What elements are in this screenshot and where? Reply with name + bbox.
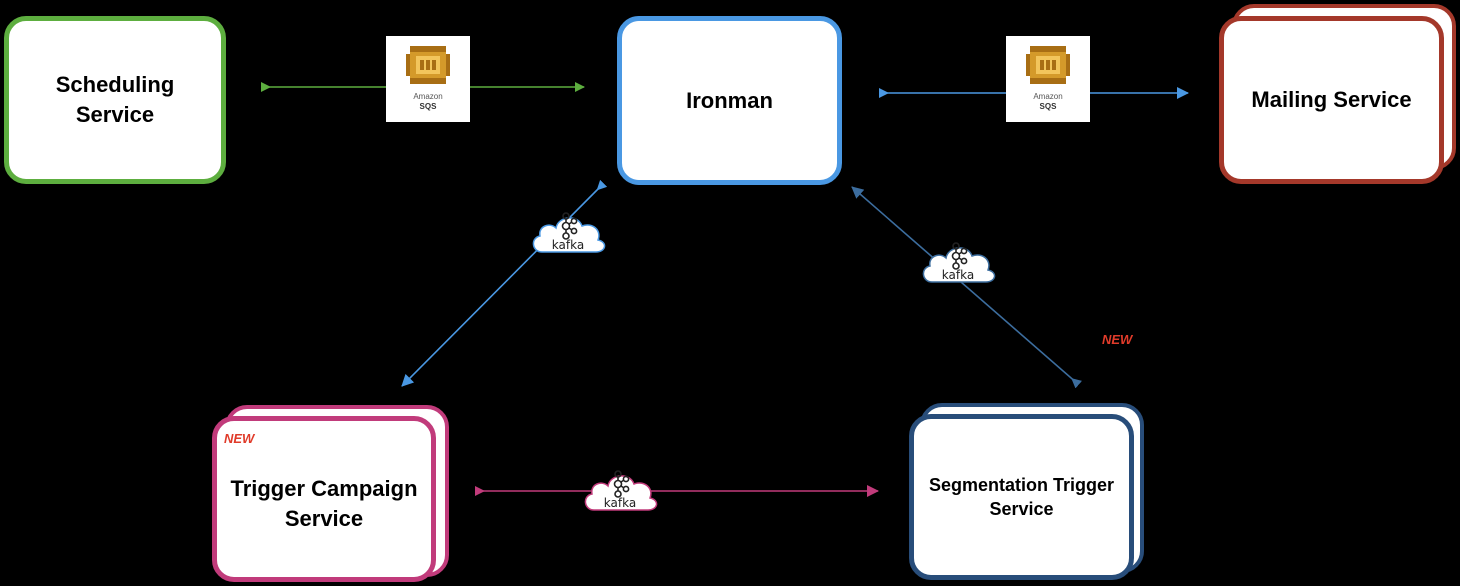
kafka-badge-ironman-trigger: kafka — [528, 208, 608, 258]
sqs-label-amazon: Amazon — [1033, 92, 1063, 101]
segmentation-trigger-service-node[interactable]: Segmentation Trigger Service — [909, 414, 1134, 580]
kafka-badge-segmentation-ironman: kafka — [918, 238, 998, 288]
segmentation-new-badge: NEW — [1102, 332, 1133, 347]
amazon-sqs-badge-right: Amazon SQS — [1006, 36, 1090, 122]
kafka-label: kafka — [603, 496, 637, 510]
edge-segmentation-to-ironman — [851, 186, 1083, 389]
mailing-service-node[interactable]: Mailing Service — [1219, 16, 1444, 184]
trigger-campaign-service-node[interactable]: Trigger Campaign Service — [212, 416, 436, 582]
sqs-icon — [406, 46, 450, 84]
sqs-label-sqs: SQS — [419, 102, 437, 111]
kafka-icon — [532, 212, 606, 253]
kafka-label: kafka — [551, 238, 585, 252]
trigger-campaign-new-badge: NEW — [224, 431, 255, 446]
kafka-icon — [922, 242, 996, 283]
sqs-label-amazon: Amazon — [413, 92, 443, 101]
kafka-icon — [584, 470, 658, 511]
sqs-label-sqs: SQS — [1039, 102, 1057, 111]
kafka-label: kafka — [941, 268, 975, 282]
ironman-node[interactable]: Ironman — [617, 16, 842, 185]
sqs-icon — [1026, 46, 1070, 84]
kafka-badge-trigger-segmentation: kafka — [580, 466, 660, 516]
scheduling-service-node[interactable]: Scheduling Service — [4, 16, 226, 184]
amazon-sqs-badge-left: Amazon SQS — [386, 36, 470, 122]
